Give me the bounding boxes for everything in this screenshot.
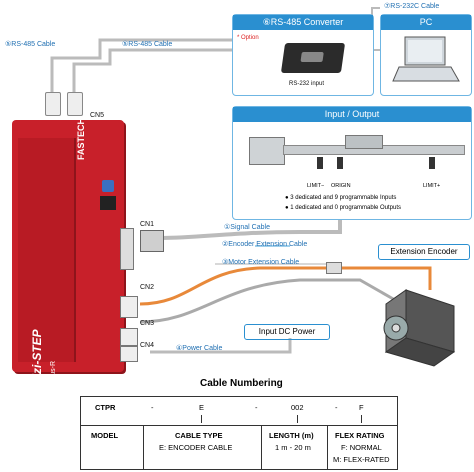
cn2-label: CN2 <box>140 284 155 291</box>
cn1-connector <box>120 228 134 270</box>
io-note-inputs: ● 3 dedicated and 9 programmable Inputs <box>285 195 397 201</box>
drive-unit: FASTECH Ezi-STEP Plus-R <box>12 117 124 382</box>
col-sep-1 <box>143 425 144 469</box>
cn5-plug-right <box>67 92 83 116</box>
sensor-origin <box>337 157 343 169</box>
drive-sub: Plus-R <box>50 360 57 382</box>
cn5-plug-left <box>45 92 61 116</box>
col-flex-detail-rated: M: FLEX-RATED <box>333 455 390 464</box>
col-flex-label: FLEX RATING <box>335 431 385 440</box>
drive-model: Ezi-STEP <box>30 329 44 382</box>
rs485-cable-label-mid: ⑤RS-485 Cable <box>122 41 173 48</box>
col-type-detail: E: ENCODER CABLE <box>159 443 233 452</box>
extension-encoder-box: Extension Encoder <box>378 244 470 260</box>
cn4-label: CN4 <box>140 342 155 349</box>
col-sep-2 <box>261 425 262 469</box>
table-divider <box>81 425 397 426</box>
encoder-connector <box>326 262 342 274</box>
cable-numbering-title: Cable Numbering <box>200 378 283 389</box>
drive-brand: FASTECH <box>76 117 86 160</box>
col-sep-3 <box>327 425 328 469</box>
encoder-ext-cable-label: ②Encoder Extension Cable <box>222 241 308 248</box>
code-dash-2: - <box>255 403 258 412</box>
rs485-cable-label-left: ⑤RS-485 Cable <box>5 41 56 48</box>
rs232c-cable-label: ⑦RS-232C Cable <box>384 3 440 10</box>
converter-device <box>280 43 346 73</box>
converter-port-label: RS-232 input <box>289 81 325 87</box>
io-note-outputs: ● 1 dedicated and 0 programmable Outputs <box>285 205 402 211</box>
tick-type <box>201 415 202 423</box>
sensor-limit-minus <box>317 157 323 169</box>
actuator-slider <box>345 135 383 149</box>
actuator-motor <box>249 137 285 165</box>
cn1-label: CN1 <box>140 221 155 228</box>
col-model-label: MODEL <box>91 431 119 440</box>
col-length-detail: 1 m - 20 m <box>275 443 311 452</box>
drive-display <box>100 196 116 210</box>
io-panel: Input / Output LIMIT− ORIGIN LIMIT+ ● 3 … <box>232 106 472 220</box>
tick-length <box>297 415 298 423</box>
code-dash-1: - <box>151 403 154 412</box>
signal-cable-label: ①Signal Cable <box>224 224 270 231</box>
stepper-motor <box>383 289 456 367</box>
sensor-limit-plus <box>429 157 435 169</box>
converter-title: ⑥RS-485 Converter <box>233 15 373 30</box>
limit-minus-label: LIMIT− <box>307 183 325 189</box>
cn1-plug <box>140 230 164 252</box>
code-dash-3: - <box>335 403 338 412</box>
power-cable-label: ④Power Cable <box>176 345 223 352</box>
tick-flex <box>361 415 362 423</box>
col-type-label: CABLE TYPE <box>175 431 223 440</box>
cn3-connector <box>120 328 138 346</box>
pc-title: PC <box>381 15 471 30</box>
col-flex-detail-normal: F: NORMAL <box>341 443 382 452</box>
io-title: Input / Output <box>233 107 471 122</box>
input-dc-power-box: Input DC Power <box>244 324 330 340</box>
motor-ext-cable-label: ③Motor Extension Cable <box>222 259 300 266</box>
converter-panel: ⑥RS-485 Converter * Option RS-232 input <box>232 14 374 96</box>
cn5-label: CN5 <box>90 112 105 119</box>
code-flex: F <box>359 403 364 412</box>
code-model: CTPR <box>95 403 116 412</box>
converter-option-label: * Option <box>237 35 259 41</box>
cn4-connector <box>120 346 138 362</box>
origin-label: ORIGIN <box>331 183 351 189</box>
drive-dial <box>102 180 114 192</box>
code-type: E <box>199 403 205 412</box>
col-length-label: LENGTH (m) <box>269 431 314 440</box>
code-length: 002 <box>291 403 304 412</box>
pc-panel: PC <box>380 14 472 96</box>
cable-numbering-table: CTPR - E - 002 - F MODEL CABLE TYPE E: E… <box>80 396 398 470</box>
limit-plus-label: LIMIT+ <box>423 183 441 189</box>
drive-face <box>18 138 76 362</box>
cn3-label: CN3 <box>140 320 155 327</box>
laptop-icon <box>392 36 460 82</box>
cn2-connector <box>120 296 138 318</box>
